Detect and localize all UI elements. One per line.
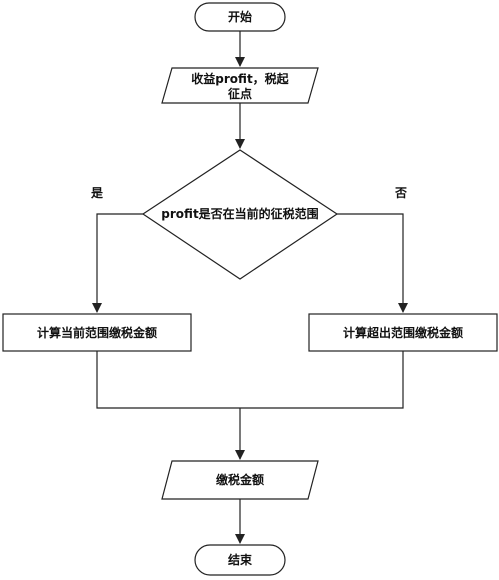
end-label: 结束 bbox=[228, 552, 253, 567]
calc-excess-label: 计算超出范围缴税金额 bbox=[343, 325, 463, 340]
yes-label: 是 bbox=[90, 186, 104, 200]
edge-merge bbox=[96, 351, 404, 409]
input-label-line2: 征点 bbox=[228, 86, 252, 101]
calc-excess-box bbox=[308, 313, 498, 352]
end-terminal bbox=[194, 544, 286, 576]
edge-yes bbox=[92, 213, 143, 313]
no-label: 否 bbox=[394, 186, 407, 200]
edge-no bbox=[337, 213, 408, 313]
start-label: 开始 bbox=[228, 9, 252, 24]
input-label-line1: 收益profit，税起 bbox=[191, 71, 289, 86]
calc-current-box bbox=[2, 313, 192, 352]
output-parallelogram bbox=[161, 460, 319, 500]
decision-label: profit是否在当前的征税范围 bbox=[161, 206, 318, 221]
decision-diamond bbox=[141, 149, 339, 280]
calc-current-label: 计算当前范围缴税金额 bbox=[37, 325, 157, 340]
output-label: 缴税金额 bbox=[216, 472, 264, 487]
input-parallelogram bbox=[161, 67, 319, 104]
start-terminal bbox=[194, 2, 286, 32]
